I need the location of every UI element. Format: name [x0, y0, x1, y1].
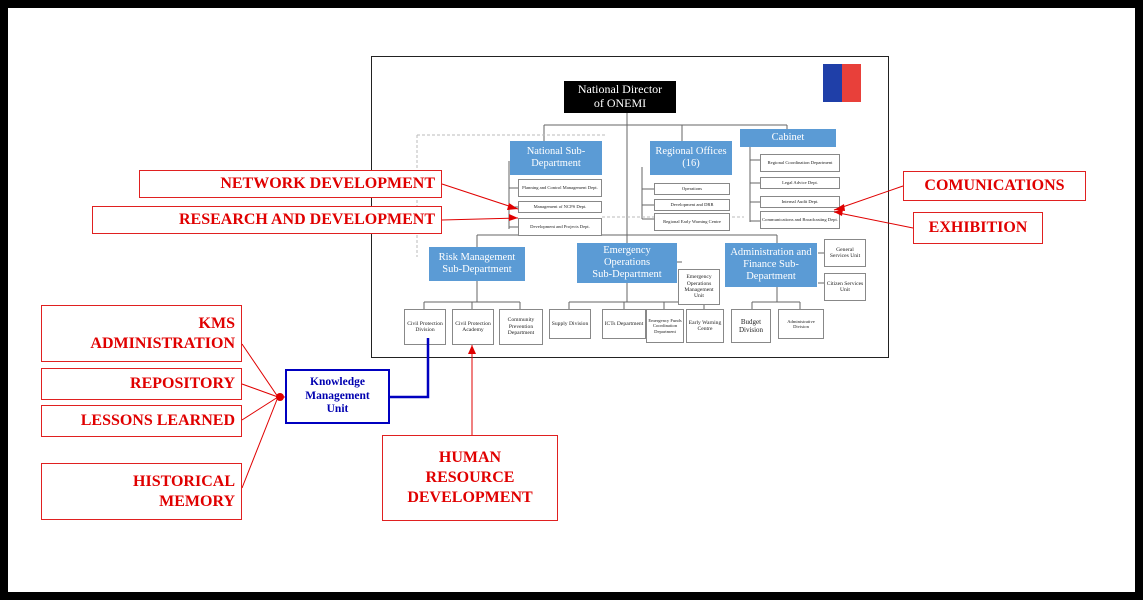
research-development-text: RESEARCH AND DEVELOPMENT — [178, 211, 435, 228]
human-resource-development-label: HUMAN RESOURCE DEVELOPMENT — [382, 435, 558, 521]
knowledge-management-unit-box: Knowledge Management Unit — [285, 369, 390, 424]
lessons-learned-text: LESSONS LEARNED — [80, 412, 235, 429]
chile-flag-icon — [823, 64, 861, 102]
risk-management-box: Risk Management Sub-Department — [429, 247, 525, 281]
regional-offices-box: Regional Offices (16) — [650, 141, 732, 175]
repository-text: REPOSITORY — [130, 375, 235, 392]
comunications-text: COMUNICATIONS — [924, 177, 1065, 194]
emergency-unit-supply-division: Supply Division — [549, 309, 591, 339]
national-unit-development-projects: Development and Projects Dept. — [518, 218, 602, 236]
emergency-unit-funds-coordination: Emergency Funds Coordination Department — [646, 309, 684, 343]
admin-unit-citizen-services: Citizen Services Unit — [824, 273, 866, 301]
comunications-label: COMUNICATIONS — [903, 171, 1086, 201]
historical-memory-label: HISTORICAL MEMORY — [41, 463, 242, 520]
cabinet-unit-internal-audit: Internal Audit Dept. — [760, 196, 840, 208]
org-chart-image: National Director of ONEMI Cabinet Regio… — [371, 56, 889, 358]
historical-memory-text: HISTORICAL MEMORY — [133, 472, 235, 510]
exhibition-text: EXHIBITION — [928, 219, 1028, 236]
slide: National Director of ONEMI Cabinet Regio… — [8, 8, 1135, 592]
emergency-unit-early-warning-centre: Early Warning Centre — [686, 309, 724, 343]
emergency-operations-management-unit: Emergency Operations Management Unit — [678, 269, 720, 305]
national-director-box: National Director of ONEMI — [564, 81, 676, 113]
national-unit-planning: Planning and Control Management Dept. — [518, 179, 602, 197]
cabinet-unit-regional-coordination: Regional Coordination Department — [760, 154, 840, 172]
regional-unit-operations: Operations — [654, 183, 730, 195]
administration-finance-box: Administration and Finance Sub- Departme… — [725, 243, 817, 287]
research-development-label: RESEARCH AND DEVELOPMENT — [92, 206, 442, 234]
human-resource-development-text: HUMAN RESOURCE DEVELOPMENT — [407, 449, 533, 506]
kms-administration-label: KMS ADMINISTRATION — [41, 305, 242, 362]
flag-blue-stripe — [823, 64, 842, 102]
regional-unit-early-warning: Regional Early Warning Centre — [654, 213, 730, 231]
emergency-unit-icts: ICTs Department — [602, 309, 646, 339]
national-unit-ncps: Management of NCPS Dept. — [518, 201, 602, 213]
regional-unit-development-drr: Development and DRR — [654, 199, 730, 211]
admin-unit-administrative-division: Administrative Division — [778, 309, 824, 339]
admin-unit-budget-division: Budget Division — [731, 309, 771, 343]
network-development-text: NETWORK DEVELOPMENT — [220, 175, 435, 192]
national-sub-department-box: National Sub- Department — [510, 141, 602, 175]
admin-unit-general-services: General Services Unit — [824, 239, 866, 267]
cabinet-box: Cabinet — [740, 129, 836, 147]
risk-unit-civil-protection-division: Civil Protection Division — [404, 309, 446, 345]
lessons-learned-label: LESSONS LEARNED — [41, 405, 242, 437]
cabinet-unit-legal-advice: Legal Advice Dept. — [760, 177, 840, 189]
emergency-operations-box: Emergency Operations Sub-Department — [577, 243, 677, 283]
network-development-label: NETWORK DEVELOPMENT — [139, 170, 442, 198]
flag-red-stripe — [842, 64, 861, 102]
exhibition-label: EXHIBITION — [913, 212, 1043, 244]
risk-unit-civil-protection-academy: Civil Protection Academy — [452, 309, 494, 345]
repository-label: REPOSITORY — [41, 368, 242, 400]
cabinet-unit-communications: Communications and Broadcasting Dept. — [760, 211, 840, 229]
kms-administration-text: KMS ADMINISTRATION — [90, 314, 235, 352]
risk-unit-community-prevention: Community Prevention Department — [499, 309, 543, 345]
